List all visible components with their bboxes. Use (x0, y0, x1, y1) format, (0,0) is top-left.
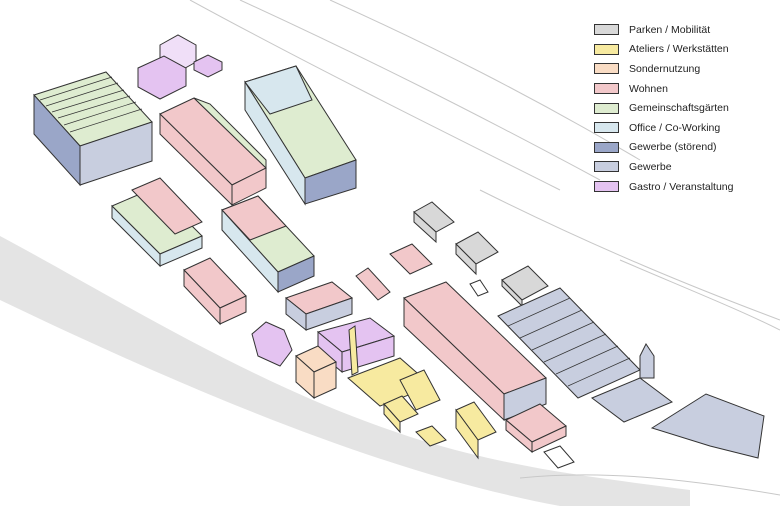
building-housing-corner (505, 403, 575, 469)
building-commercial-hall (497, 287, 765, 459)
building-housing-gardens-center (221, 195, 315, 294)
legend-label: Ateliers / Werkstätten (629, 43, 729, 56)
legend-label: Parken / Mobilität (629, 23, 711, 36)
building-ateliers (347, 325, 497, 460)
legend-label: Wohnen (629, 82, 668, 95)
legend-label: Office / Co-Working (629, 121, 721, 134)
legend-swatch-housing (594, 83, 619, 95)
legend-label: Gewerbe (störend) (629, 141, 717, 154)
legend-item-special: Sondernutzung (594, 59, 776, 79)
building-parking (413, 201, 549, 308)
legend-label: Sondernutzung (629, 62, 701, 75)
legend-item-commercial-disturbing: Gewerbe (störend) (594, 138, 776, 158)
legend-label: Gewerbe (629, 160, 672, 173)
building-housing-gables (284, 267, 391, 332)
legend-item-housing: Wohnen (594, 79, 776, 99)
legend-swatch-ateliers (594, 43, 619, 55)
legend-label: Gemeinschaftsgärten (629, 102, 729, 115)
building-large-garden-block (33, 71, 153, 187)
legend-item-ateliers: Ateliers / Werkstätten (594, 40, 776, 60)
legend: Parken / Mobilität Ateliers / Werkstätte… (594, 20, 776, 196)
building-special-use (295, 345, 337, 400)
legend-swatch-special (594, 63, 619, 75)
legend-item-office: Office / Co-Working (594, 118, 776, 138)
building-gastro-top (137, 34, 223, 100)
legend-label: Gastro / Veranstaltung (629, 180, 734, 193)
building-housing-center-top (159, 97, 267, 207)
context-lines (189, 0, 780, 496)
building-housing-small (183, 257, 247, 326)
legend-swatch-gardens (594, 102, 619, 114)
legend-swatch-commercial (594, 161, 619, 173)
building-housing-hall (389, 243, 547, 422)
legend-item-commercial: Gewerbe (594, 157, 776, 177)
legend-swatch-gastro (594, 181, 619, 193)
legend-swatch-commercial-disturbing (594, 141, 619, 153)
building-housing-left (111, 177, 203, 268)
legend-item-parking: Parken / Mobilität (594, 20, 776, 40)
legend-item-gardens: Gemeinschaftsgärten (594, 98, 776, 118)
building-office-tower (244, 65, 357, 206)
legend-swatch-office (594, 122, 619, 134)
legend-item-gastro: Gastro / Veranstaltung (594, 177, 776, 197)
legend-swatch-parking (594, 24, 619, 36)
